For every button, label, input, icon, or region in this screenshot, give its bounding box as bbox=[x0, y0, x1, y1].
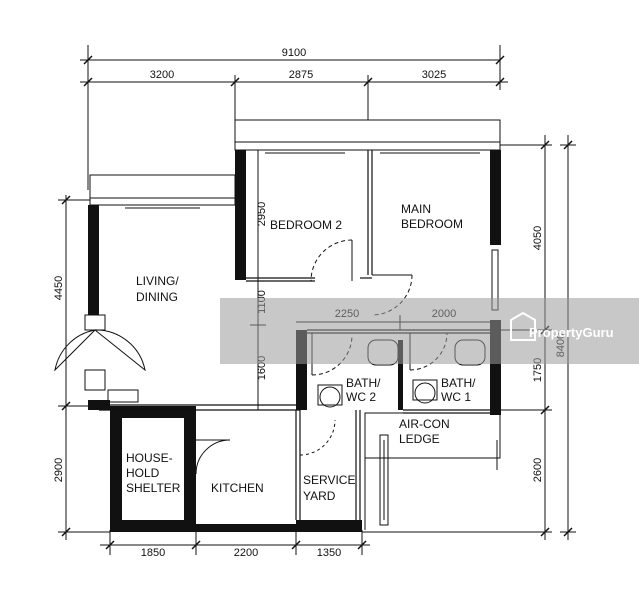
aircon-ledge bbox=[364, 412, 501, 530]
dim-bottom-seg-1: 1850 bbox=[141, 547, 165, 559]
label-bedroom2: BEDROOM 2 bbox=[270, 218, 342, 232]
watermark-text: PropertyGuru bbox=[529, 325, 614, 340]
dim-right-upper: 4050 bbox=[532, 226, 544, 250]
watermark-logo: PropertyGuru bbox=[510, 311, 614, 341]
basin-bath2-icon bbox=[319, 386, 341, 408]
label-shelter-3: SHELTER bbox=[126, 481, 181, 495]
dim-top-seg-1: 3200 bbox=[150, 69, 174, 81]
label-main-bedroom-2: BEDROOM bbox=[401, 217, 463, 231]
dim-top-total: 9100 bbox=[282, 47, 306, 59]
dimension-ticks bbox=[61, 55, 573, 550]
label-bath1-1: BATH/ bbox=[441, 376, 476, 390]
windows bbox=[125, 149, 499, 470]
watermark-logo-icon bbox=[510, 311, 536, 341]
ledges bbox=[89, 119, 501, 206]
label-service-1: SERVICE bbox=[303, 473, 355, 487]
label-shelter-1: HOUSE- bbox=[126, 451, 173, 465]
label-living-1: LIVING/ bbox=[136, 274, 179, 288]
dim-top-seg-3: 3025 bbox=[422, 69, 446, 81]
label-bath1-2: WC 1 bbox=[441, 390, 471, 404]
dim-bottom-seg-3: 1350 bbox=[317, 547, 341, 559]
label-aircon-1: AIR-CON bbox=[399, 417, 450, 431]
label-aircon-2: LEDGE bbox=[399, 432, 440, 446]
label-shelter-2: HOLD bbox=[126, 466, 160, 480]
label-living-2: DINING bbox=[136, 290, 178, 304]
walls bbox=[88, 150, 501, 532]
label-bath2-1: BATH/ bbox=[346, 376, 381, 390]
label-bath2-2: WC 2 bbox=[346, 390, 376, 404]
label-main-bedroom-1: MAIN bbox=[401, 202, 431, 216]
watermark-band bbox=[220, 298, 639, 364]
label-kitchen: KITCHEN bbox=[211, 481, 264, 495]
dim-bedroom2-height: 2950 bbox=[256, 202, 268, 226]
basin-bath1-icon bbox=[414, 382, 436, 404]
dim-right-lower: 2600 bbox=[532, 458, 544, 482]
dim-bottom-seg-2: 2200 bbox=[234, 547, 258, 559]
dim-left-lower: 2900 bbox=[53, 458, 65, 482]
label-service-2: YARD bbox=[303, 489, 336, 503]
dim-top-seg-2: 2875 bbox=[289, 69, 313, 81]
dim-left-upper: 4450 bbox=[53, 276, 65, 300]
